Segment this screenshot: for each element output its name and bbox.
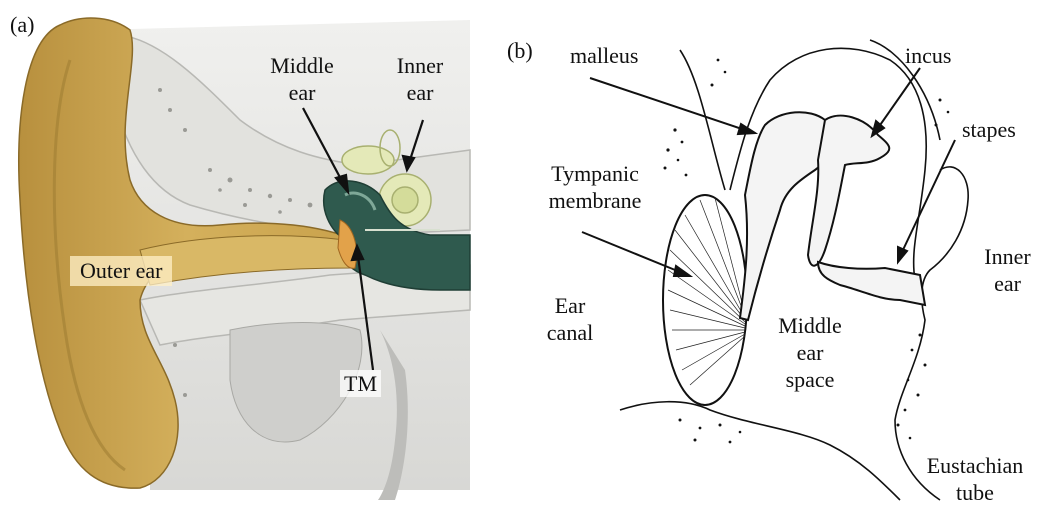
label-middle-ear-line1: Middle [252, 52, 352, 79]
arrow-incus [878, 68, 920, 128]
label-tm: TM [340, 370, 381, 397]
label-inner-ear-a-line2: ear [380, 79, 460, 106]
arrow-stapes [902, 140, 955, 252]
label-tympanic-line1: Tympanic [530, 160, 660, 187]
label-middle-space-line3: space [765, 366, 855, 393]
label-middle-ear-line2: ear [252, 79, 352, 106]
label-inner-ear-a: Inner ear [380, 52, 460, 106]
label-middle-ear: Middle ear [252, 52, 352, 106]
label-eustachian-line1: Eustachian [915, 452, 1035, 479]
label-tympanic-line2: membrane [530, 187, 660, 214]
label-ear-canal-line2: canal [530, 319, 610, 346]
label-middle-ear-space: Middle ear space [765, 312, 855, 393]
arrow-malleus [590, 78, 745, 130]
label-middle-space-line2: ear [765, 339, 855, 366]
arrowhead-stapes [898, 247, 907, 262]
label-outer-ear: Outer ear [70, 256, 172, 286]
arrowhead-malleus [738, 124, 755, 134]
label-malleus: malleus [570, 42, 638, 69]
label-inner-ear-b-line2: ear [975, 270, 1040, 297]
label-ear-canal: Ear canal [530, 292, 610, 346]
label-eustachian-line2: tube [915, 479, 1035, 506]
cavity-floor [620, 402, 900, 500]
tympanic-membrane-b [663, 195, 747, 405]
label-inner-ear-b: Inner ear [975, 243, 1040, 297]
label-eustachian-tube: Eustachian tube [915, 452, 1035, 506]
label-ear-canal-line1: Ear [530, 292, 610, 319]
inner-ear-outline [895, 167, 968, 500]
label-inner-ear-a-line1: Inner [380, 52, 460, 79]
panel-b-letter: (b) [507, 38, 533, 64]
stapes [818, 262, 925, 305]
label-tympanic-membrane: Tympanic membrane [530, 160, 660, 214]
label-middle-space-line1: Middle [765, 312, 855, 339]
label-incus: incus [905, 42, 951, 69]
panel-a-letter: (a) [10, 12, 34, 38]
label-stapes: stapes [962, 116, 1016, 143]
panel-b-drawing [500, 0, 1050, 510]
arrow-tympanic-membrane [582, 232, 680, 272]
label-inner-ear-b-line1: Inner [975, 243, 1040, 270]
